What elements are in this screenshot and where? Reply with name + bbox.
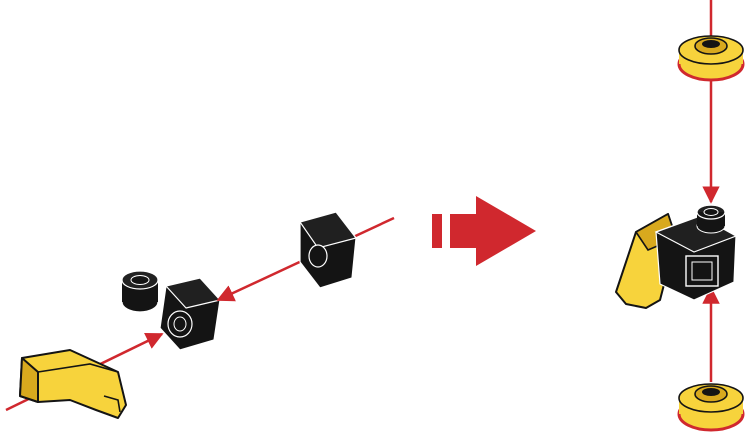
yellow-round-plate-bottom [679, 384, 743, 430]
black-tile-1x1 [300, 212, 356, 288]
black-plate-with-clip [122, 271, 220, 350]
assembled-module [616, 205, 736, 308]
yellow-round-plate-top [679, 36, 743, 80]
arrow-right-icon [432, 196, 536, 266]
